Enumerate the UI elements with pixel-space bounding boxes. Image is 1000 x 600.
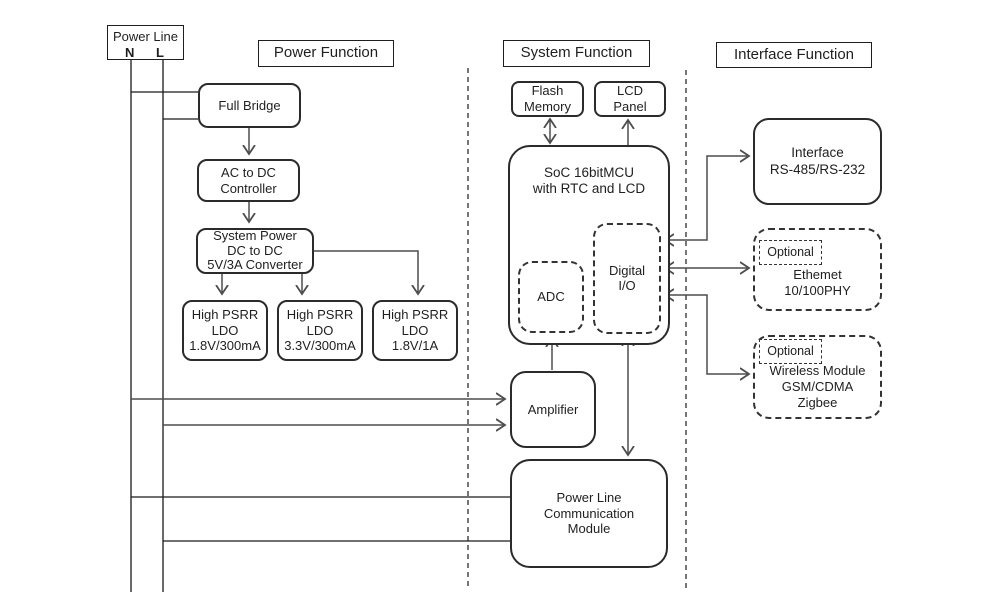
conn-digitalio-wireless <box>665 295 749 374</box>
wireless-module-block: Optional Wireless Module GSM/CDMA Zigbee <box>753 335 882 419</box>
lcd-panel-block: LCD Panel <box>594 81 666 117</box>
system-function-title: System Function <box>503 40 650 67</box>
conn-converter-to-ldo3 <box>314 250 418 294</box>
ethernet-optional-tag: Optional <box>759 240 822 265</box>
adc-block: ADC <box>518 261 584 333</box>
ethernet-block: Optional Ethemet 10/100PHY <box>753 228 882 311</box>
ac-dc-controller-block: AC to DC Controller <box>197 159 300 202</box>
power-rails <box>130 60 512 592</box>
digital-io-block: Digital I/O <box>593 223 661 334</box>
ldo-1v8-300ma-block: High PSRR LDO 1.8V/300mA <box>182 300 268 361</box>
full-bridge-block: Full Bridge <box>198 83 301 128</box>
wireless-label: Wireless Module GSM/CDMA Zigbee <box>769 363 866 411</box>
power-line-terminals: N L <box>108 45 183 61</box>
rs485-rs232-interface-block: Interface RS-485/RS-232 <box>753 118 882 205</box>
ldo-3v3-300ma-block: High PSRR LDO 3.3V/300mA <box>277 300 363 361</box>
conn-digitalio-rs485 <box>665 156 749 240</box>
ldo-1v8-1a-block: High PSRR LDO 1.8V/1A <box>372 300 458 361</box>
interface-function-title: Interface Function <box>716 42 872 68</box>
terminal-n-label: N <box>125 44 135 60</box>
power-line-source: Power Line N L <box>107 25 184 60</box>
wireless-optional-tag: Optional <box>759 339 822 364</box>
power-function-title: Power Function <box>258 40 394 67</box>
ethernet-label: Ethemet 10/100PHY <box>784 267 851 299</box>
plc-module-block: Power Line Communication Module <box>510 459 668 568</box>
power-line-label: Power Line <box>112 29 179 44</box>
terminal-l-label: L <box>156 44 164 60</box>
flash-memory-block: Flash Memory <box>511 81 584 117</box>
connectors <box>131 119 749 455</box>
dc-dc-converter-block: System Power DC to DC 5V/3A Converter <box>196 228 314 274</box>
amplifier-block: Amplifier <box>510 371 596 448</box>
